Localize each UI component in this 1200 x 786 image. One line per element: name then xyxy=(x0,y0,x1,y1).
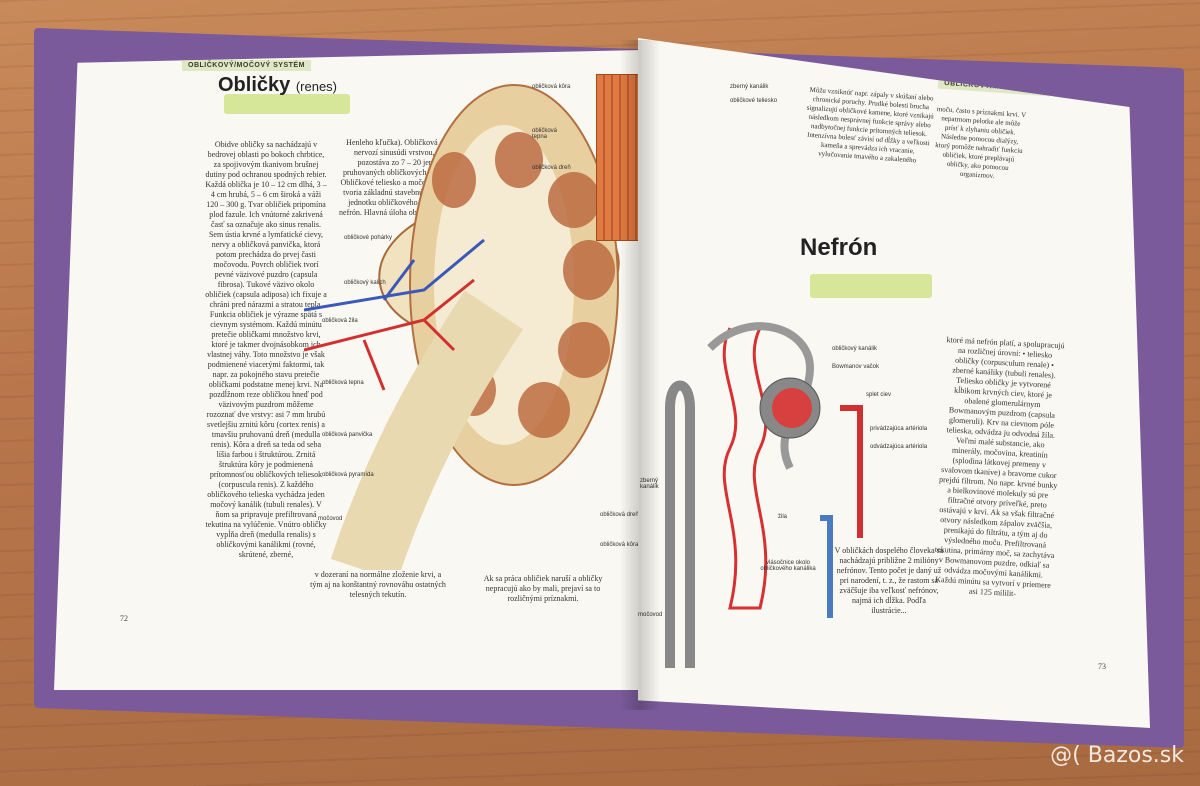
right-page: OBLIČKOVÝ/MOČOVÝ SYSTÉM zberný kanálik o… xyxy=(638,38,1150,728)
text-column-1: Obidve obličky sa nachádzajú v bedrovej … xyxy=(205,140,327,559)
nephron-count-text: V obličkách dospelého človeka sa nachádz… xyxy=(834,546,944,615)
watermark: @( Bazos.sk xyxy=(1050,743,1184,768)
label-zberny: zberný kanálik xyxy=(640,478,670,490)
label-vlasocnice: vlásočnice okolo obličkového kanálika xyxy=(760,560,816,572)
vein xyxy=(820,515,833,618)
label-pyramida: obličková pyramída xyxy=(322,472,374,478)
nefron-title: Nefrón xyxy=(800,234,878,261)
text-column-3-bottom: Ak sa práca obličiek naruší a obličky ne… xyxy=(483,574,603,603)
label-tepna: obličková tepna xyxy=(322,380,364,386)
left-page: OBLIČKOVÝ/MOČOVÝ SYSTÉM Obličky (renes) … xyxy=(54,50,640,690)
label-bowmanov-vacok: Bowmanov vačok xyxy=(832,364,880,370)
title-highlight xyxy=(224,94,350,114)
label-dren: obličková dreň xyxy=(532,165,571,171)
label-splet-ciev: splet ciev xyxy=(866,392,892,398)
label-oblickovy-kanalik: obličkový kanálik xyxy=(832,346,878,352)
pyramids xyxy=(432,132,615,438)
label-mocovod-right: močovod xyxy=(638,612,668,618)
text-column-2-bottom: v dozeraní na normálne zloženie krvi, a … xyxy=(310,570,446,599)
nefron-title-highlight xyxy=(810,274,932,298)
section-header: OBLIČKOVÝ/MOČOVÝ SYSTÉM xyxy=(182,60,311,71)
cortex-block-illustration xyxy=(596,74,640,241)
collecting-duct xyxy=(665,380,695,668)
top-text: Môžu vzniknúť napr. zápaly v skúšaní ale… xyxy=(806,85,935,165)
label-zila: žila xyxy=(778,514,788,520)
label-privadzajuca: privádzajúca artériola xyxy=(870,426,928,432)
label-kalich: obličkový kalich xyxy=(344,280,386,286)
nephron-illustration xyxy=(665,322,863,668)
top-text-right: moču, často s príznakmi krvi. V nepatrno… xyxy=(935,104,1027,181)
glomerulus xyxy=(772,388,812,428)
title-latin: (renes) xyxy=(295,79,338,94)
kidney-illustration xyxy=(304,84,620,570)
label-zila: obličková žila xyxy=(322,318,358,324)
label-tepna-top: obličková tepna xyxy=(532,128,558,140)
label-pohariky: obličkové pohárky xyxy=(344,235,393,241)
afferent-arteriole xyxy=(840,405,863,538)
page-title: Obličky (renes) xyxy=(218,74,337,97)
label-zberny-kanalik: zberný kanálik xyxy=(730,84,769,90)
page-number-left: 72 xyxy=(120,614,128,623)
label-oblickove-teliesko: obličkové teliesko xyxy=(730,98,778,104)
label-mocovod: močovod xyxy=(318,516,343,522)
label-panvicka: obličková panvička xyxy=(322,432,373,438)
right-column-text: ktoré má nefrón platí, a spolupracujú na… xyxy=(934,335,1065,599)
ureter xyxy=(330,290,524,570)
text-column-2-top: Henleho kľučka). Obličková dreň nervozí … xyxy=(339,138,461,217)
renal-artery xyxy=(304,278,475,391)
label-dren-2: obličková dreň xyxy=(600,512,639,518)
page-number-right: 73 xyxy=(1098,662,1106,671)
label-odvadzajuca: odvádzajúca artériola xyxy=(870,444,928,450)
book-gutter xyxy=(620,40,660,710)
label-kora: obličková kôra xyxy=(532,84,571,90)
renal-vein xyxy=(304,238,485,312)
label-kora-2: obličková kôra xyxy=(600,542,638,548)
title-text: Obličky xyxy=(218,74,291,96)
